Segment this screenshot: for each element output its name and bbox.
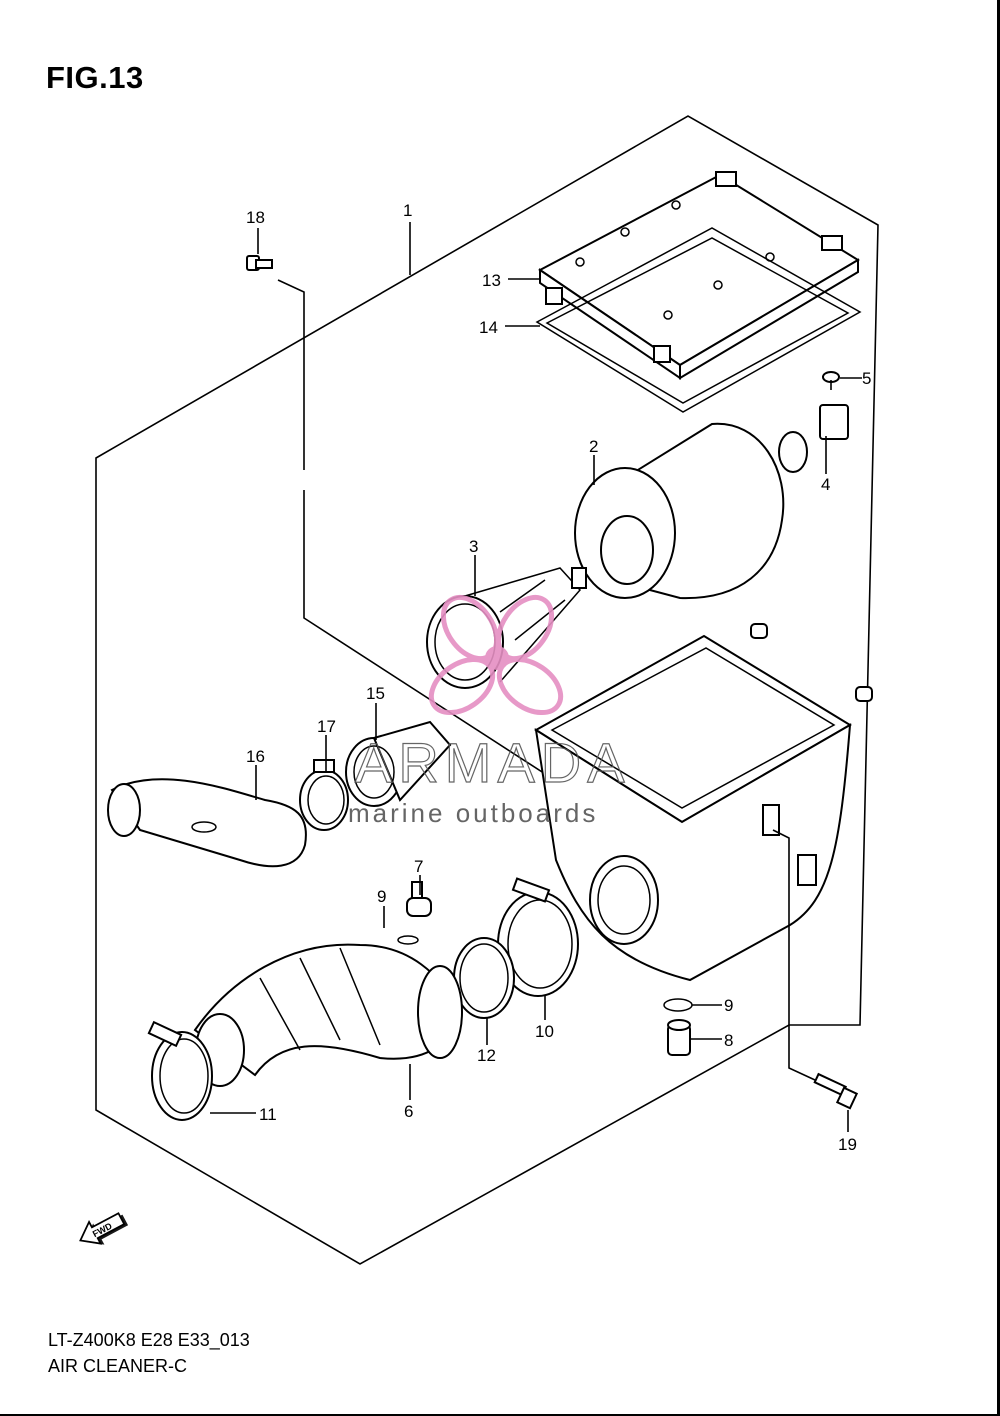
part-9-oring-upper[interactable] <box>397 935 419 945</box>
callout-1: 1 <box>403 201 412 220</box>
section-name: AIR CLEANER-C <box>48 1356 188 1376</box>
callout-9-upper: 9 <box>377 887 386 906</box>
part-11-clamp[interactable] <box>147 1020 213 1121</box>
part-10-clamp[interactable] <box>497 877 579 997</box>
figure-title: FIG.13 <box>46 60 144 95</box>
assembly-outline <box>95 115 879 1265</box>
model-code: LT-Z400K8 E28 E33_013 <box>48 1330 250 1350</box>
watermark-tagline: marine outboards <box>348 798 598 828</box>
callout-2: 2 <box>589 437 598 456</box>
callout-8: 8 <box>724 1031 733 1050</box>
watermark: ARMADA marine outboards <box>348 594 631 828</box>
watermark-logo-icon <box>428 594 564 716</box>
watermark-brand: ARMADA <box>355 731 631 794</box>
callout-3: 3 <box>469 537 478 556</box>
callout-15: 15 <box>366 684 385 703</box>
callout-6: 6 <box>404 1102 413 1121</box>
part-9-oring-lower[interactable] <box>663 998 693 1012</box>
callout-11: 11 <box>259 1105 277 1124</box>
leader-lines <box>210 228 862 1132</box>
callout-17: 17 <box>317 717 336 736</box>
part-14-gasket[interactable] <box>535 227 862 413</box>
bottom-border <box>0 1414 1000 1416</box>
callout-12: 12 <box>477 1046 496 1065</box>
part-6-intake-hose[interactable] <box>193 943 463 1087</box>
part-19-bolt[interactable] <box>772 829 859 1110</box>
callout-13: 13 <box>482 271 501 290</box>
part-2-filter-element[interactable] <box>574 422 785 600</box>
callout-5: 5 <box>862 369 871 388</box>
callout-14: 14 <box>479 318 498 337</box>
callout-18: 18 <box>246 208 265 227</box>
callout-10: 10 <box>535 1022 554 1041</box>
part-8-cap[interactable] <box>667 1019 691 1056</box>
callout-labels: 1 2 3 4 5 6 7 8 9 9 10 11 12 13 14 15 16… <box>246 201 871 1154</box>
callout-16: 16 <box>246 747 265 766</box>
part-7-fitting[interactable] <box>406 881 432 917</box>
part-4-bracket[interactable] <box>778 404 849 473</box>
callout-7: 7 <box>414 857 423 876</box>
right-border <box>997 0 1000 1416</box>
callout-19: 19 <box>838 1135 857 1154</box>
part-13-lid[interactable] <box>538 171 860 380</box>
callout-4: 4 <box>821 475 830 494</box>
part-15-adapter[interactable] <box>345 720 452 807</box>
callout-9-lower: 9 <box>724 996 733 1015</box>
part-17-clamp[interactable] <box>299 759 349 831</box>
part-12-screen[interactable] <box>453 937 515 1019</box>
part-16-intake-duct[interactable] <box>107 778 307 868</box>
air-cleaner-housing[interactable] <box>534 623 873 982</box>
fwd-arrow-icon: FWD <box>79 1212 129 1245</box>
part-5-screw[interactable] <box>822 371 840 390</box>
part-18-bolt[interactable] <box>246 255 571 791</box>
